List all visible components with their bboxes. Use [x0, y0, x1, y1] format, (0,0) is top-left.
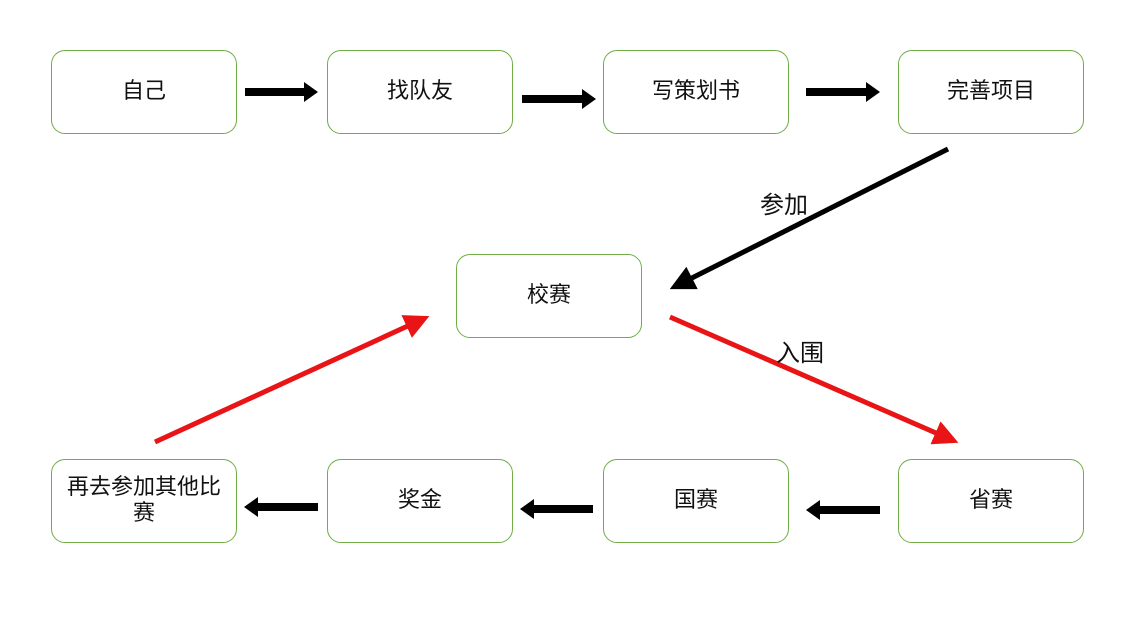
arrow-write-plan-to-improve [806, 82, 880, 102]
arrow-prize-to-others [244, 497, 318, 517]
node-find-team-label: 找队友 [386, 78, 453, 104]
arrow-others-to-school [153, 315, 430, 445]
edge-label-shortlisted: 入围 [776, 339, 824, 367]
node-find-team: 找队友 [327, 50, 513, 134]
node-write-plan: 写策划书 [603, 50, 789, 134]
arrow-find-team-to-write-plan [522, 89, 596, 109]
arrow-national-to-prize [520, 499, 593, 519]
node-self-label: 自己 [121, 78, 166, 104]
node-self: 自己 [51, 50, 237, 134]
node-improve-project-label: 完善项目 [946, 78, 1035, 104]
node-write-plan-label: 写策划书 [651, 78, 740, 104]
node-national-contest-label: 国赛 [673, 487, 718, 513]
arrow-provincial-to-national [806, 500, 880, 520]
node-join-others-label: 再去参加其他比赛 [66, 474, 221, 526]
node-improve-project: 完善项目 [898, 50, 1084, 134]
node-school-contest-label: 校赛 [526, 282, 571, 308]
node-prize-money: 奖金 [327, 459, 513, 543]
edge-label-participate: 参加 [760, 191, 808, 219]
arrow-improve-to-school [669, 146, 950, 290]
node-school-contest: 校赛 [456, 254, 642, 338]
node-national-contest: 国赛 [603, 459, 789, 543]
node-join-others: 再去参加其他比赛 [51, 459, 237, 543]
node-provincial-contest-label: 省赛 [968, 487, 1013, 513]
arrow-school-to-provincial [669, 314, 959, 445]
node-provincial-contest: 省赛 [898, 459, 1084, 543]
arrow-self-to-find-team [245, 82, 318, 102]
node-prize-money-label: 奖金 [397, 487, 442, 513]
